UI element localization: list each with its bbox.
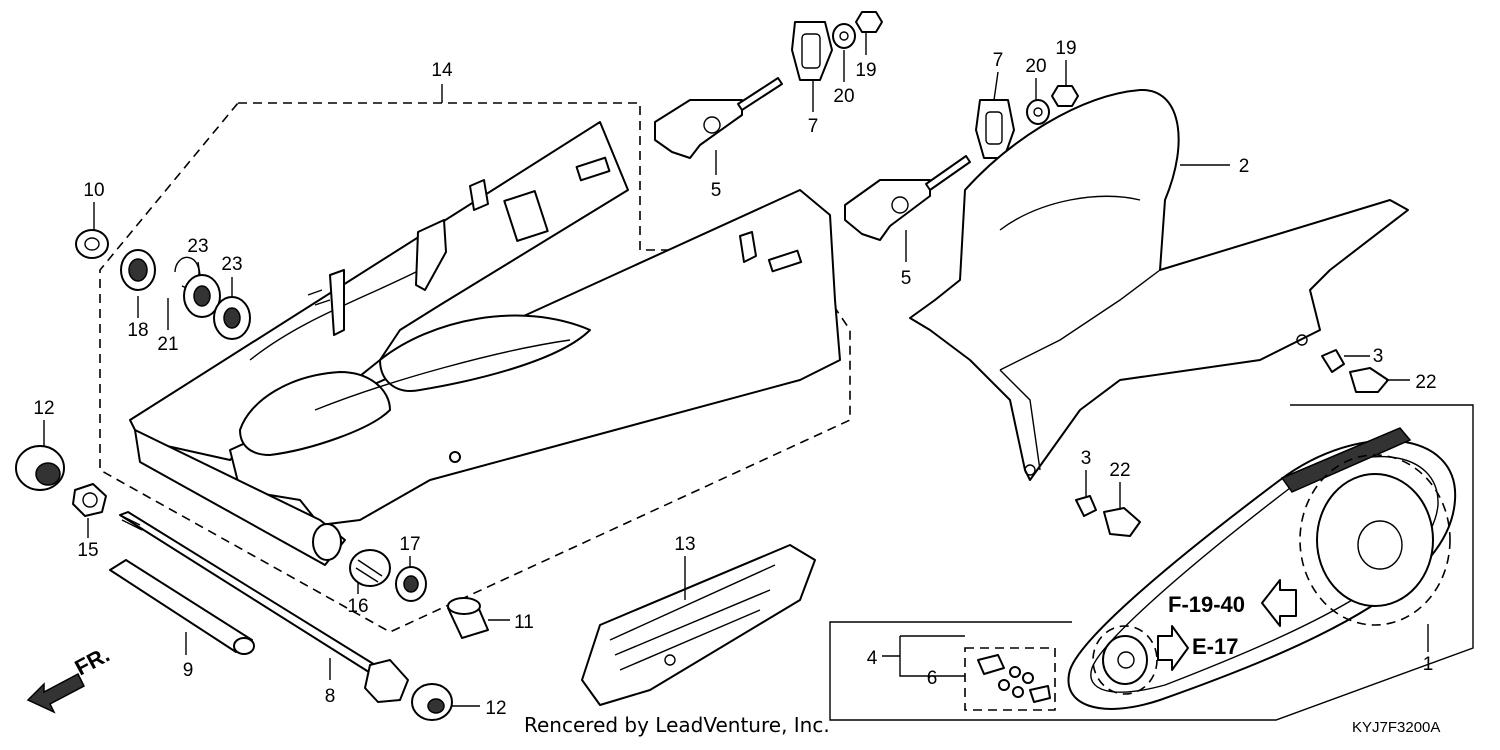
- bolt-part-22b[interactable]: [1103, 507, 1141, 537]
- leader-lines: [43, 32, 1429, 707]
- callout-23a: 23: [187, 236, 208, 257]
- callout-18: 18: [127, 320, 148, 341]
- front-arrow-icon: [26, 672, 85, 714]
- nut-part-19b[interactable]: [1051, 85, 1079, 107]
- callout-15: 15: [77, 540, 98, 561]
- bearing-part-23b[interactable]: [213, 296, 251, 340]
- callout-16: 16: [347, 596, 368, 617]
- callout-22b: 22: [1109, 460, 1130, 481]
- adjuster-plate-part-7a[interactable]: [791, 21, 833, 81]
- callout-4: 4: [867, 648, 878, 669]
- swingarm-part[interactable]: [129, 121, 841, 566]
- callout-8: 8: [325, 686, 336, 707]
- drive-sprocket: [1092, 625, 1158, 695]
- rear-fender-part-2[interactable]: [909, 88, 1409, 481]
- chain-joint-part-6[interactable]: [964, 647, 1056, 711]
- collar-part-3a[interactable]: [1321, 349, 1345, 373]
- callout-3a: 3: [1373, 346, 1384, 367]
- diagram-code: KYJ7F3200A: [1352, 719, 1440, 736]
- callout-17: 17: [399, 534, 420, 555]
- callout-9: 9: [183, 660, 194, 681]
- needle-bearing-part-16[interactable]: [349, 549, 391, 587]
- bolt-part-22a[interactable]: [1349, 367, 1389, 393]
- collar-part-3b[interactable]: [1075, 495, 1097, 517]
- callout-12b: 12: [485, 698, 506, 719]
- dust-seal-part-10[interactable]: [75, 229, 109, 259]
- credit-text: Rencered by LeadVenture, Inc.: [524, 713, 830, 737]
- callout-7a: 7: [808, 116, 819, 137]
- pivot-cap-part-12b[interactable]: [411, 683, 453, 721]
- ref-label-f-19-40: F-19-40: [1168, 592, 1245, 617]
- pivot-nut-part-15[interactable]: [72, 483, 107, 517]
- ref-label-e-17: E-17: [1192, 634, 1238, 659]
- callout-5a: 5: [711, 180, 722, 201]
- callout-22a: 22: [1415, 372, 1436, 393]
- nut-part-19a[interactable]: [855, 11, 883, 33]
- pivot-bolt-part-8[interactable]: [119, 511, 409, 703]
- oil-seal-part-18[interactable]: [120, 249, 156, 291]
- callout-19a: 19: [855, 60, 876, 81]
- dust-seal-part-17[interactable]: [395, 566, 427, 602]
- callout-1: 1: [1423, 654, 1434, 675]
- callout-20a: 20: [833, 86, 854, 107]
- callout-6: 6: [927, 668, 938, 689]
- callout-21: 21: [157, 334, 178, 355]
- ref-arrow-e-17[interactable]: E-17: [1157, 625, 1238, 671]
- chain-group-boundary: [829, 404, 1474, 721]
- nut-part-20a[interactable]: [832, 23, 856, 49]
- adjuster-plate-part-7b[interactable]: [975, 99, 1015, 159]
- chain-slider-part-13[interactable]: [581, 544, 816, 706]
- callout-7b: 7: [993, 50, 1004, 71]
- callout-20b: 20: [1025, 56, 1046, 77]
- front-direction-indicator: FR.: [26, 642, 114, 714]
- callout-14: 14: [431, 60, 453, 81]
- callout-19b: 19: [1055, 38, 1076, 59]
- nut-part-20b[interactable]: [1026, 99, 1050, 125]
- collar-part-11[interactable]: [447, 597, 489, 639]
- callout-11: 11: [514, 612, 534, 633]
- pivot-cap-part-12a[interactable]: [15, 445, 65, 491]
- ref-arrow-f-19-40[interactable]: F-19-40: [1168, 579, 1297, 627]
- callout-23b: 23: [221, 254, 242, 275]
- callout-3b: 3: [1081, 448, 1092, 469]
- callout-12a: 12: [33, 398, 54, 419]
- callout-labels: 14 10 23 23 18 21 12 15 9 8 12 16 17 11 …: [33, 38, 1436, 719]
- chain-adjuster-part-5a[interactable]: [654, 77, 783, 159]
- chain-adjuster-part-5b[interactable]: [844, 155, 971, 241]
- callout-2: 2: [1239, 156, 1250, 177]
- bearing-part-23a[interactable]: [183, 274, 221, 318]
- pivot-collar-part-9[interactable]: [109, 559, 255, 655]
- callout-13: 13: [674, 534, 695, 555]
- rear-sprocket: [1299, 454, 1451, 626]
- callout-10: 10: [83, 180, 104, 201]
- callout-5b: 5: [901, 268, 912, 289]
